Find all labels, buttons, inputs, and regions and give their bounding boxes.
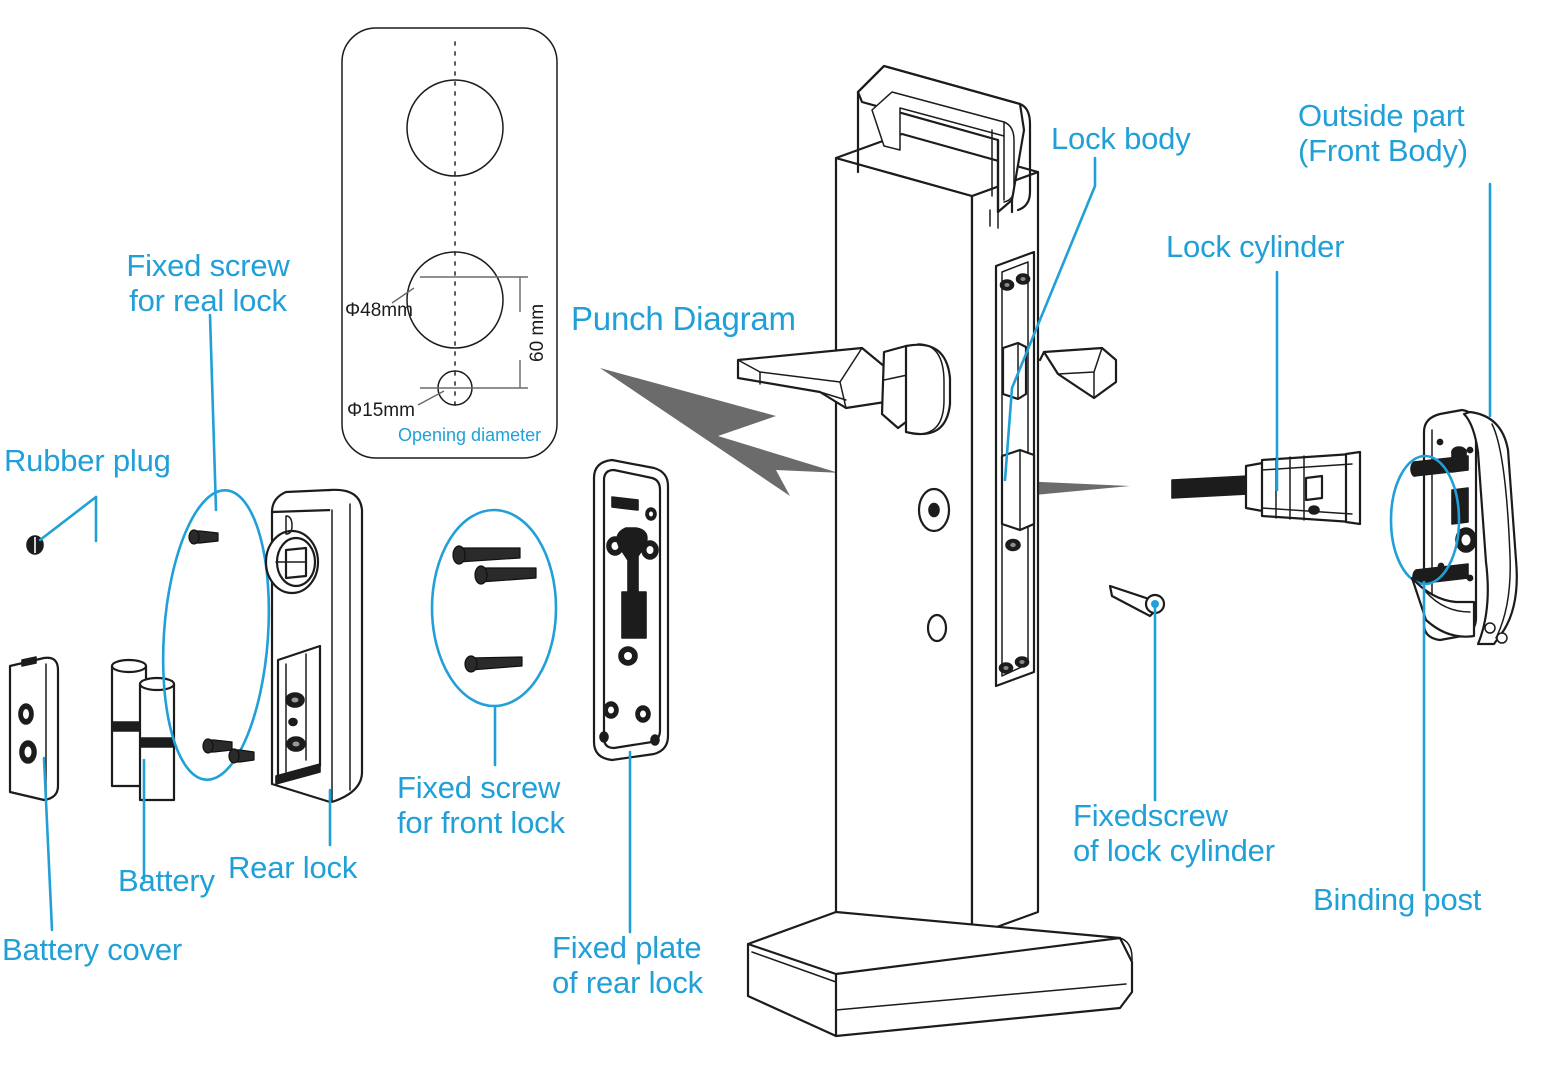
callout-fixed-screw-front-lock: Fixed screw for front lock (397, 770, 565, 841)
punch-panel-caption: Opening diameter (398, 425, 542, 445)
door-base-plate (746, 910, 1134, 1038)
fixed-screws-front-lock-group (430, 508, 558, 708)
door-face-holes (917, 487, 951, 643)
callout-outside-part: Outside part (Front Body) (1298, 98, 1468, 169)
front-lock-screw (452, 545, 521, 565)
callout-rubber-plug: Rubber plug (4, 443, 171, 478)
callout-binding-post: Binding post (1313, 882, 1482, 917)
faceplate-screw-middle (1005, 538, 1021, 552)
battery-cells (110, 658, 176, 802)
punch-diagram-panel (341, 27, 558, 459)
binding-post (1410, 455, 1469, 477)
callout-punch-diagram: Punch Diagram (571, 300, 796, 337)
callout-fixedscrew-of-lock-cylinder: Fixedscrew of lock cylinder (1073, 798, 1275, 869)
callout-lock-body: Lock body (1051, 121, 1191, 156)
fixed-plate-rear-lock (592, 458, 670, 762)
callout-rear-lock: Rear lock (228, 850, 358, 885)
fixed-screws-rear-lock-group (161, 489, 271, 781)
faceplate-screw-top (999, 273, 1031, 291)
outside-part-front-body (1389, 408, 1518, 646)
leader-fixed-screw-rear (208, 313, 218, 512)
fixedscrew-of-lock-cylinder (1108, 584, 1166, 618)
callout-battery-cover: Battery cover (2, 932, 183, 967)
dead-bolt (1000, 448, 1036, 532)
leader-lock-body (1003, 156, 1097, 482)
leader-battery-cover (42, 756, 54, 932)
latch-bolt (1001, 341, 1028, 401)
callout-battery: Battery (118, 863, 215, 898)
lock-body-mortise-case (856, 64, 1032, 229)
dim-lower-hole-diameter: Φ15mm (347, 400, 415, 421)
callout-lock-cylinder: Lock cylinder (1166, 229, 1345, 264)
faceplate-screw-bottom (998, 656, 1030, 674)
dim-upper-hole-diameter: Φ48mm (345, 300, 413, 321)
leader-rubber-plug-tip (38, 495, 98, 542)
rear-lock-screw (228, 748, 255, 764)
door-handle-front (736, 343, 952, 436)
dim-hole-spacing: 60 mm (527, 303, 548, 362)
front-lock-screw (474, 565, 537, 585)
lock-cylinder (1171, 450, 1362, 526)
door-handle-rear (1038, 346, 1118, 400)
lock-faceplate (994, 250, 1036, 688)
callout-fixed-plate-rear-lock: Fixed plate of rear lock (552, 930, 703, 1001)
battery-cover (8, 656, 60, 802)
thumbturn-knob (264, 529, 320, 595)
callout-fixed-screw-rear-lock: Fixed screw for real lock (126, 248, 290, 319)
rear-lock-body (264, 488, 364, 804)
front-lock-screw (464, 655, 523, 673)
rear-lock-screw (188, 529, 219, 545)
rear-lock-screw (202, 738, 233, 754)
